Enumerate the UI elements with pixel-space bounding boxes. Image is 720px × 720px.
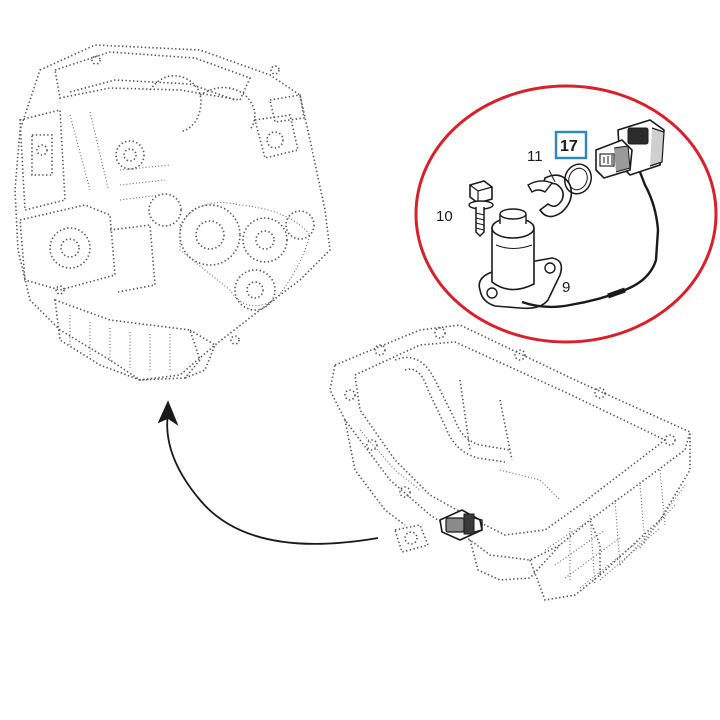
- oil-level-sensor-detail: [478, 119, 665, 310]
- callout-9: 9: [562, 279, 570, 296]
- highlight-circle: [414, 84, 718, 344]
- arrow-icon: [157, 400, 379, 545]
- callout-17-box: [554, 130, 588, 160]
- callout-17: 17: [560, 138, 578, 155]
- oil-level-sensor-small: [439, 509, 483, 541]
- bolt-part: [468, 180, 494, 238]
- callout-10: 10: [436, 208, 453, 225]
- engine-illustration: [14, 44, 331, 381]
- o-ring-part: [564, 163, 592, 195]
- leader-lines: [548, 169, 556, 183]
- callout-11: 11: [527, 148, 543, 165]
- oil-pan-illustration: [329, 324, 691, 601]
